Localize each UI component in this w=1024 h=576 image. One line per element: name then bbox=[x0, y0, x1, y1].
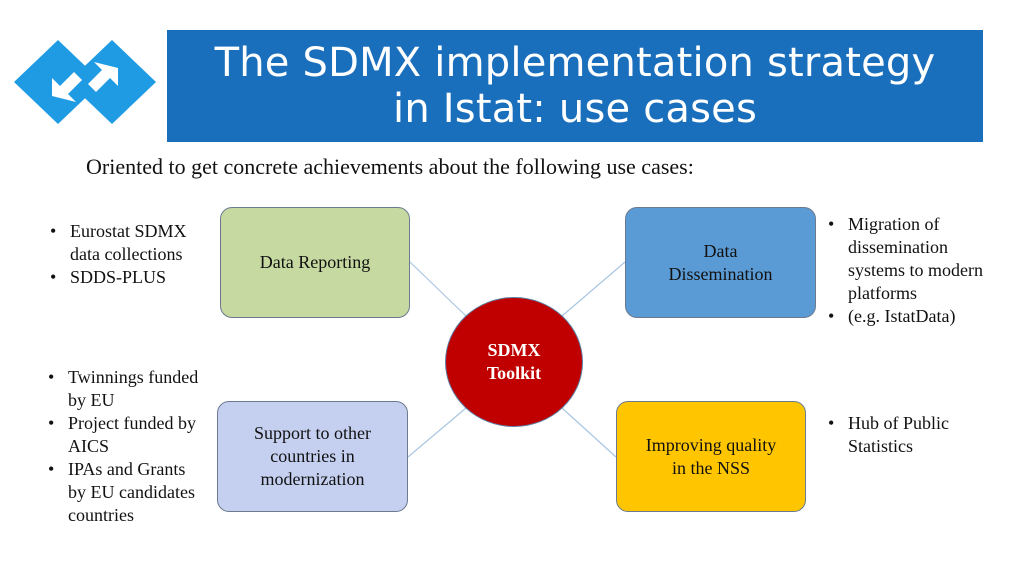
hub-label-2: Toolkit bbox=[486, 363, 542, 383]
logo-white-arrow-right bbox=[88, 62, 118, 92]
support-label-2: countries in bbox=[270, 446, 355, 466]
title-line-2: in Istat: use cases bbox=[393, 86, 757, 132]
notes-top-right: Migration of dissemination systems to mo… bbox=[826, 213, 996, 328]
note-item: Eurostat SDMX data collections bbox=[48, 220, 218, 266]
quality-label-1: Improving quality bbox=[645, 434, 777, 455]
notes-middle-left: Twinnings funded by EU Project funded by… bbox=[46, 366, 206, 527]
note-item: Twinnings funded by EU bbox=[46, 366, 206, 412]
logo-right-diamond bbox=[68, 40, 156, 124]
title-banner: The SDMX implementation strategy in Ista… bbox=[167, 30, 983, 142]
sdmx-toolkit-hub: SDMX Toolkit bbox=[445, 297, 583, 427]
notes-bottom-right: Hub of Public Statistics bbox=[826, 412, 996, 458]
connector-support bbox=[407, 407, 467, 458]
istat-logo bbox=[14, 40, 156, 124]
notes-top-left: Eurostat SDMX data collections SDDS-PLUS bbox=[48, 220, 218, 289]
improving-quality-box: Improving quality in the NSS bbox=[616, 401, 806, 512]
hub-label-1: SDMX bbox=[487, 340, 541, 360]
support-countries-box: Support to other countries in modernizat… bbox=[217, 401, 408, 512]
data-dissemination-label-2: Dissemination bbox=[668, 263, 773, 284]
connector-quality bbox=[561, 407, 617, 458]
title-line-1: The SDMX implementation strategy bbox=[214, 40, 936, 86]
note-item: Migration of dissemination systems to mo… bbox=[826, 213, 996, 305]
note-item: (e.g. IstatData) bbox=[826, 305, 996, 328]
connector-dissemination bbox=[561, 261, 626, 317]
subtitle: Oriented to get concrete achievements ab… bbox=[86, 154, 694, 179]
note-item: Hub of Public Statistics bbox=[826, 412, 996, 458]
data-reporting-label: Data Reporting bbox=[259, 252, 371, 272]
data-dissemination-box: Data Dissemination bbox=[625, 207, 816, 318]
support-label-3: modernization bbox=[260, 469, 365, 489]
data-dissemination-label-1: Data bbox=[703, 240, 738, 261]
logo-white-arrow-left bbox=[52, 72, 82, 102]
logo-left-diamond bbox=[14, 40, 102, 124]
connector-reporting bbox=[409, 261, 467, 317]
note-item: Project funded by AICS bbox=[46, 412, 206, 458]
note-item: IPAs and Grants by EU candidates countri… bbox=[46, 458, 206, 527]
support-label-1: Support to other bbox=[254, 423, 371, 443]
quality-label-2: in the NSS bbox=[671, 457, 750, 478]
data-reporting-box: Data Reporting bbox=[220, 207, 410, 318]
note-item: SDDS-PLUS bbox=[48, 266, 218, 289]
